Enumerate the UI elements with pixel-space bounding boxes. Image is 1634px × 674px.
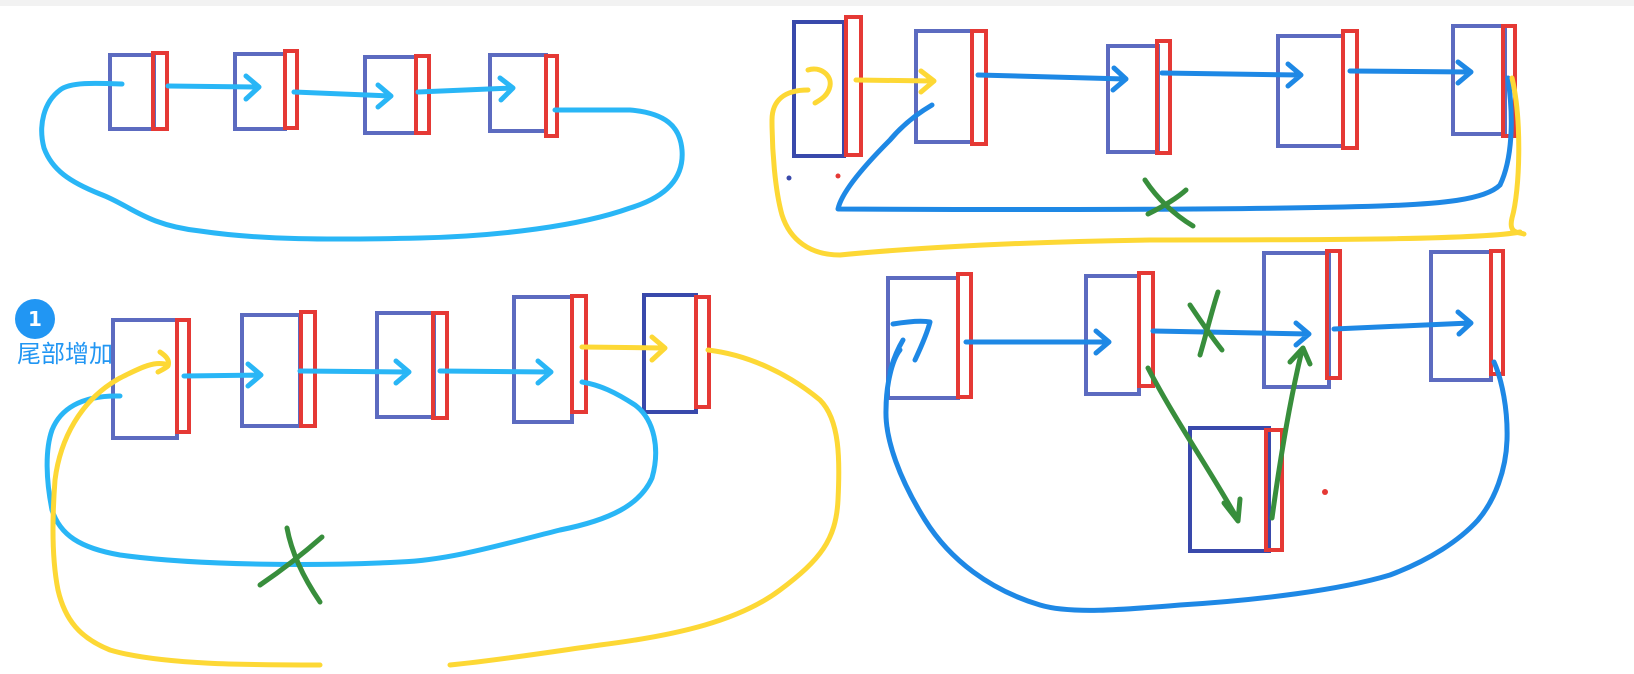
link-2-3-removed (1150, 320, 1312, 348)
link-tail-to-head (39, 80, 685, 242)
link-3-4 (1331, 309, 1474, 337)
link-tail-to-head (883, 347, 1510, 613)
new-link-head-pointer (805, 66, 833, 106)
node-3 (1106, 44, 1160, 154)
node-1-pointer (956, 272, 973, 399)
node-2 (240, 313, 302, 428)
cross-mark-icon (1187, 289, 1225, 358)
diagram-remove-head (769, 15, 1527, 258)
node-4-pointer (1489, 249, 1505, 376)
link-1-2 (963, 328, 1112, 356)
link-3-4 (437, 358, 554, 386)
node-inserted (1188, 426, 1271, 553)
node-2 (233, 52, 287, 131)
diagram-insert-middle (883, 249, 1510, 613)
node-3-pointer (1155, 39, 1172, 155)
new-link-new-tail-to-head (50, 347, 842, 668)
step-number-badge: 1 (15, 299, 55, 339)
node-3-pointer (431, 311, 449, 420)
diagram-circular-list (39, 49, 685, 242)
node-4 (1276, 34, 1345, 148)
node-3-pointer (414, 54, 431, 135)
node-4-pointer (570, 294, 588, 414)
new-link-old-tail-to-new (579, 334, 668, 363)
append-tail-caption: 尾部增加 (17, 340, 113, 368)
node-4 (512, 295, 574, 424)
link-1-2 (165, 73, 262, 102)
cross-mark-icon (1142, 177, 1196, 229)
link-4-5 (1347, 59, 1474, 86)
node-4-pointer (1341, 29, 1359, 150)
node-2-pointer (970, 29, 988, 146)
diagram-append-tail (44, 293, 842, 668)
node-1 (108, 53, 156, 131)
new-link-tail-to-second (769, 75, 1527, 258)
link-3-4 (1159, 61, 1304, 89)
stray-dot (835, 173, 841, 179)
link-2-3 (297, 358, 412, 386)
node-head-removed-pointer (844, 15, 863, 157)
node-4 (488, 53, 548, 133)
link-3-4 (415, 75, 516, 103)
link-old-tail-to-head (44, 379, 659, 567)
node-2 (1084, 274, 1141, 396)
top-edge-strip (0, 0, 1634, 6)
head-pointer-mark (887, 318, 933, 375)
new-link-to-second (853, 68, 937, 95)
link-1-2 (181, 361, 264, 389)
node-4-pointer (544, 54, 559, 138)
link-tail-to-old-head (835, 75, 1514, 213)
link-2-3 (291, 82, 394, 110)
stray-dot (1322, 489, 1328, 495)
link-2-3 (975, 65, 1129, 93)
stray-dot (786, 175, 792, 181)
node-1-pointer (151, 51, 169, 131)
cross-mark-icon (257, 525, 325, 605)
node-inserted-pointer (1264, 428, 1284, 552)
node-3-pointer (1325, 249, 1342, 380)
node-3 (375, 311, 436, 419)
node-new-tail (642, 293, 698, 414)
node-2-pointer (283, 49, 299, 130)
new-link-inserted-to-3 (1269, 345, 1313, 521)
new-link-2-to-inserted (1145, 365, 1243, 524)
